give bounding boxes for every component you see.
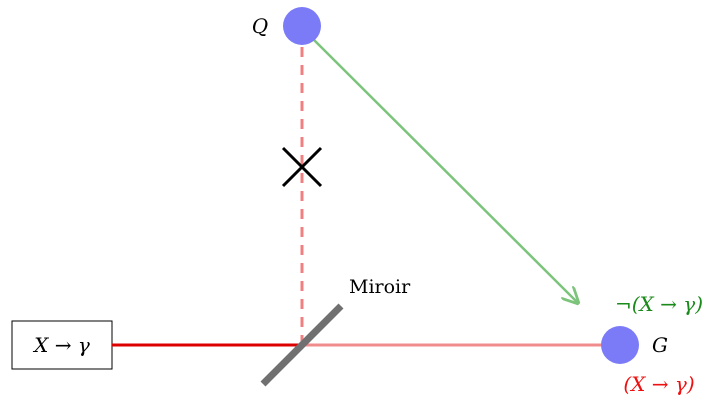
- label-negated: ¬(X → γ): [615, 292, 703, 316]
- green-path-arrow: [301, 27, 578, 303]
- source-label: X → γ: [32, 333, 90, 357]
- source-box: [11, 320, 113, 370]
- mirror-label: Miroir: [349, 276, 411, 298]
- mirror: [260, 303, 344, 387]
- node-q: [283, 7, 321, 45]
- node-g-label: G: [652, 333, 668, 357]
- node-g: [601, 326, 639, 364]
- label-affirmed: (X → γ): [623, 372, 694, 396]
- node-q-label: Q: [252, 14, 268, 38]
- blocked-cross-icon: [281, 146, 323, 188]
